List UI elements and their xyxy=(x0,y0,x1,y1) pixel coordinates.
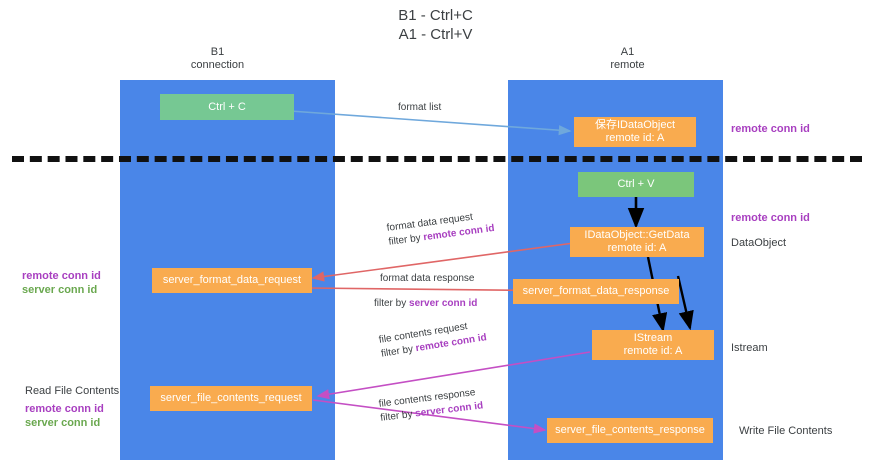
node-server-format-data-request[interactable]: server_format_data_request xyxy=(152,268,312,293)
edge-label-format-data-response: format data response xyxy=(380,273,475,284)
node-ctrl-v[interactable]: Ctrl + V xyxy=(578,172,694,197)
annotation-remote-conn-id-mid: remote conn id xyxy=(731,212,810,224)
annotation-write-file-contents: Write File Contents xyxy=(739,425,833,437)
annotation-left-remote-conn-id-2: remote conn id xyxy=(25,403,104,415)
annotation-dataobject: DataObject xyxy=(731,237,787,249)
filter-key-server-conn-id: server conn id xyxy=(409,298,478,309)
node-istream[interactable]: IStream remote id: A xyxy=(592,330,714,360)
column-header-b1: B1 connection xyxy=(190,46,245,71)
node-idataobject-getdata[interactable]: IDataObject::GetData remote id: A xyxy=(570,227,704,257)
annotation-read-file-contents: Read File Contents xyxy=(25,385,120,397)
node-ctrl-c[interactable]: Ctrl + C xyxy=(160,94,294,120)
annotation-left-server-conn-id: server conn id xyxy=(22,284,98,296)
node-server-file-contents-request[interactable]: server_file_contents_request xyxy=(150,386,312,411)
annotation-left-server-conn-id-2: server conn id xyxy=(25,417,101,429)
annotation-istream: Istream xyxy=(731,342,768,354)
diagram-title: B1 - Ctrl+C A1 - Ctrl+V xyxy=(398,7,473,43)
node-save-idataobject[interactable]: 保存IDataObject remote id: A xyxy=(574,117,696,147)
edge-label-format-data-response-filter: filter by server conn id xyxy=(374,298,478,309)
annotation-remote-conn-id-top: remote conn id xyxy=(731,123,810,135)
annotation-left-remote-conn-id: remote conn id xyxy=(22,270,101,282)
edge-label-format-list: format list xyxy=(398,102,442,113)
node-server-format-data-response[interactable]: server_format_data_response xyxy=(513,279,679,304)
column-header-a1: A1 remote xyxy=(610,46,645,71)
node-server-file-contents-response[interactable]: server_file_contents_response xyxy=(547,418,713,443)
phase-divider xyxy=(12,156,862,162)
